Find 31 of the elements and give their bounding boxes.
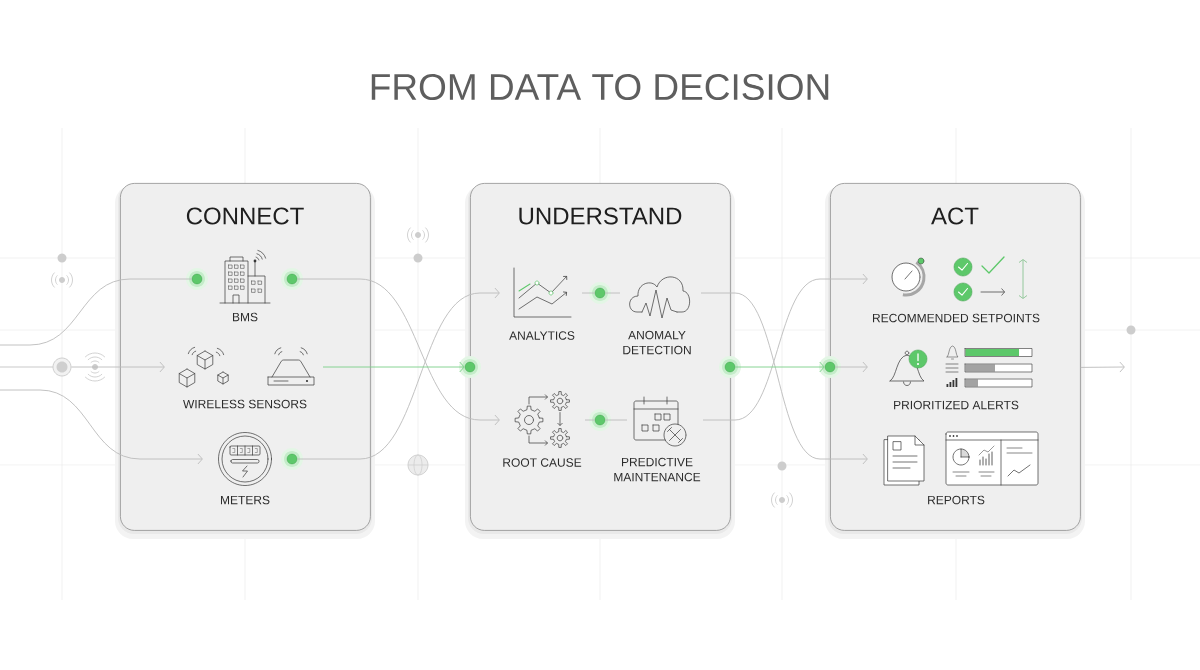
arrow: [700, 292, 868, 465]
icon-label: REPORTS: [928, 495, 985, 505]
icon-label: RECOMMENDED SETPOINTS: [873, 313, 1040, 323]
arrow: [296, 287, 500, 460]
arrow: [71, 361, 165, 373]
arrow: [0, 389, 203, 465]
icon-label: ANALYTICS: [509, 331, 575, 340]
source-circle: [52, 357, 72, 377]
arrow: [296, 278, 500, 426]
junction-dot: [281, 448, 303, 470]
junction-dot: [719, 356, 741, 378]
arrow: [1080, 361, 1125, 373]
icon-label: BMS: [233, 312, 258, 322]
icon-label: ANOMALY DETECTION: [623, 330, 691, 355]
arrow: [834, 361, 868, 373]
icon-label: PRIORITIZED ALERTS: [894, 400, 1019, 410]
arrow: [702, 273, 868, 421]
arrow: [734, 361, 825, 373]
icon-label: METERS: [221, 495, 270, 505]
junction-dot: [459, 356, 481, 378]
title: FROM DATA TO DECISION: [371, 73, 829, 101]
junction-dot: [589, 409, 611, 431]
junction-dot: [281, 268, 303, 290]
junction-dot: [819, 356, 841, 378]
junction-dot: [589, 282, 611, 304]
icon-label: PREDICTIVE MAINTENANCE: [614, 457, 701, 482]
icon-label: WIRELESS SENSORS: [183, 399, 307, 409]
junction-dot: [186, 268, 208, 290]
arrow: [322, 361, 465, 373]
icon-label: ROOT CAUSE: [503, 458, 582, 467]
connector-line: [0, 278, 193, 346]
